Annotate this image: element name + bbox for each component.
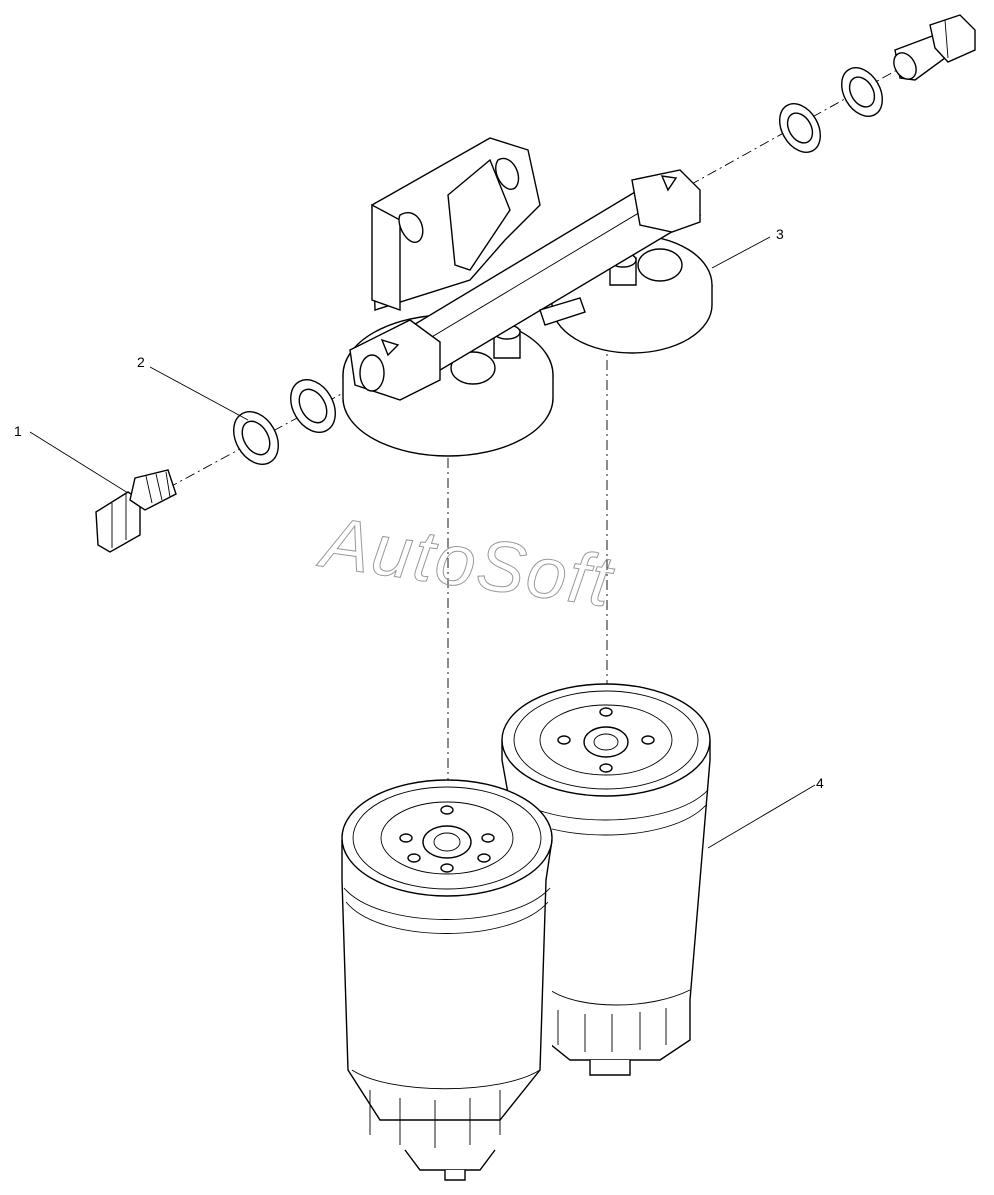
callout-3: 3 <box>776 226 784 242</box>
leader-lines <box>29 236 816 849</box>
right-banjo-bolt <box>893 14 976 81</box>
callout-2: 2 <box>137 354 145 370</box>
filter-cartridge-rear <box>501 683 711 1076</box>
left-banjo-bolt <box>95 469 177 553</box>
left-washer-inner <box>290 379 336 433</box>
filter-cartridge-front <box>340 779 553 1181</box>
watermark-text: AutoSoft <box>313 502 618 623</box>
callout-1: 1 <box>14 423 22 439</box>
callout-4: 4 <box>816 775 824 791</box>
right-washer-outer <box>841 67 883 117</box>
right-washer-inner <box>779 103 821 153</box>
left-washer-outer <box>233 411 279 465</box>
filter-head-assembly <box>342 137 713 457</box>
